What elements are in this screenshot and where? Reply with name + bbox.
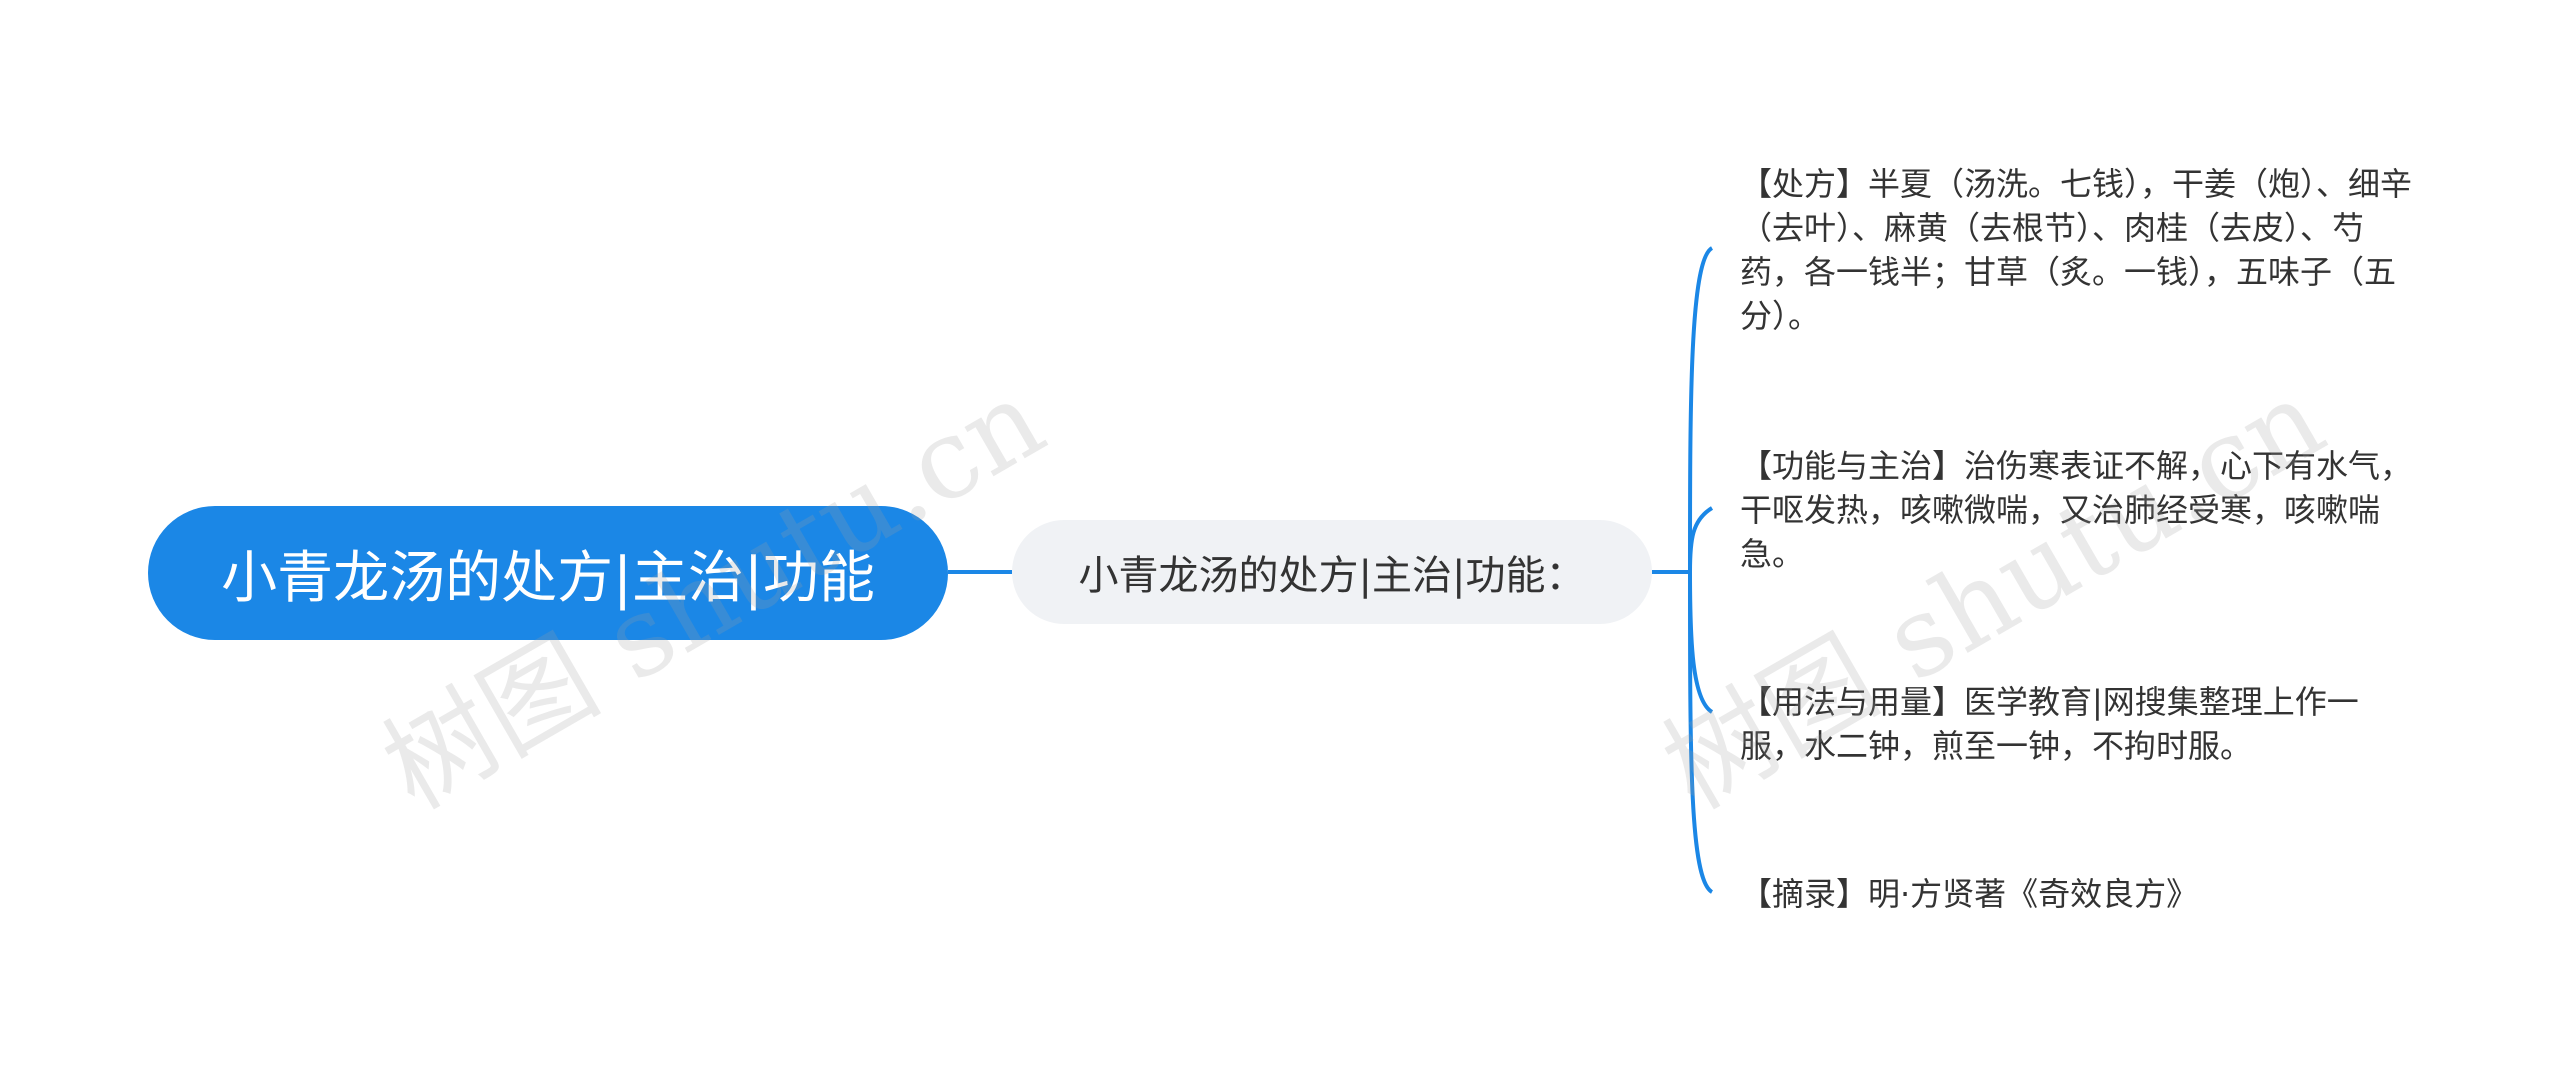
- leaf-usage-dosage[interactable]: 【用法与用量】医学教育|网搜集整理上作一服，水二钟，煎至一钟，不拘时服。: [1740, 680, 2420, 768]
- leaf-connector-3: [1688, 571, 1714, 894]
- leaf-text: 【处方】半夏（汤洗。七钱），干姜（炮）、细辛（去叶）、麻黄（去根节）、肉桂（去皮…: [1740, 165, 2413, 335]
- leaf-text: 【用法与用量】医学教育|网搜集整理上作一服，水二钟，煎至一钟，不拘时服。: [1740, 683, 2359, 765]
- root-node[interactable]: 小青龙汤的处方|主治|功能: [148, 506, 948, 640]
- leaf-prescription[interactable]: 【处方】半夏（汤洗。七钱），干姜（炮）、细辛（去叶）、麻黄（去根节）、肉桂（去皮…: [1740, 162, 2420, 338]
- leaf-connector-2: [1688, 571, 1714, 714]
- root-node-label: 小青龙汤的处方|主治|功能: [221, 545, 875, 611]
- topic-node-label: 小青龙汤的处方|主治|功能：: [1078, 553, 1586, 599]
- leaf-connector-0: [1688, 246, 1714, 573]
- leaf-text: 【摘录】明·方贤著《奇效良方》: [1740, 875, 2199, 913]
- leaf-text: 【功能与主治】治伤寒表证不解，心下有水气，干呕发热，咳嗽微喘，又治肺经受寒，咳嗽…: [1740, 447, 2413, 573]
- leaf-function-indication[interactable]: 【功能与主治】治伤寒表证不解，心下有水气，干呕发热，咳嗽微喘，又治肺经受寒，咳嗽…: [1740, 444, 2420, 576]
- topic-node[interactable]: 小青龙汤的处方|主治|功能：: [1012, 520, 1652, 624]
- leaf-source[interactable]: 【摘录】明·方贤著《奇效良方》: [1740, 872, 2420, 916]
- leaf-connector-1: [1688, 506, 1714, 573]
